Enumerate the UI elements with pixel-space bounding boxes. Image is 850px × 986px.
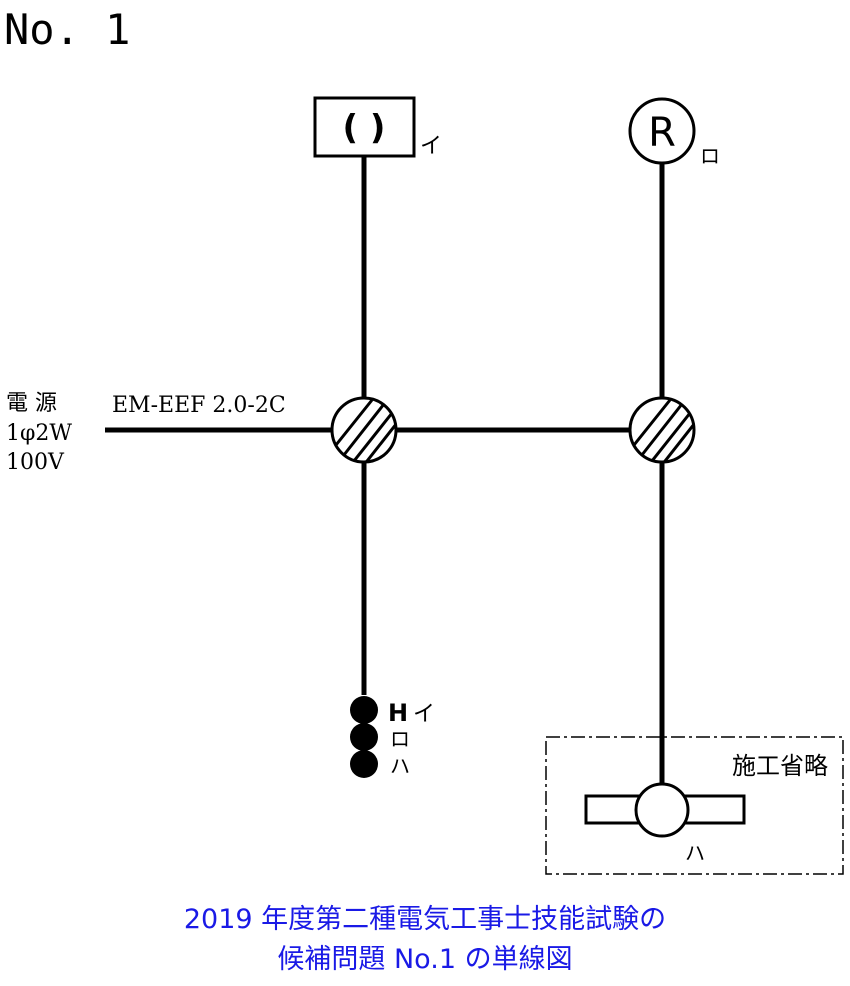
caption-line-2: 候補問題 No.1 の単線図: [277, 944, 573, 975]
junction-box-right: [628, 396, 696, 464]
switch-3-tag: ハ: [390, 754, 410, 778]
ceiling-light-fixture: [313, 96, 416, 158]
ceiling-light-tag: イ: [420, 134, 442, 159]
switch-dot-1: [350, 696, 378, 724]
switch-h-label: H: [388, 699, 408, 727]
switch-1-tag: イ: [413, 702, 435, 727]
fan-hub: [634, 782, 690, 838]
switch-dot-2: [350, 723, 378, 751]
diagram-number-label: No. 1: [4, 5, 130, 54]
junction-box-left: [330, 396, 398, 464]
switch-group: [350, 696, 378, 778]
power-source-label: 電 源: [6, 391, 57, 416]
caption-line-1: 2019 年度第二種電気工事士技能試験の: [183, 904, 667, 935]
figure-caption: 2019 年度第二種電気工事士技能試験の 候補問題 No.1 の単線図: [0, 900, 850, 980]
fan-tag: ハ: [685, 841, 705, 865]
receptacle-light-symbol: R: [648, 110, 676, 156]
ceiling-light-symbol: ( ): [343, 108, 386, 148]
receptacle-light-tag: ロ: [700, 144, 720, 168]
switch-2-tag: ロ: [390, 727, 410, 751]
power-source-voltage: 100V: [6, 450, 65, 475]
omitted-construction-label: 施工省略: [732, 752, 828, 780]
wiring-lines: [105, 156, 665, 785]
power-source-phase: 1φ2W: [6, 421, 72, 446]
omitted-construction-box: [545, 736, 844, 875]
ventilation-fan: [584, 782, 746, 838]
receptacle-light-fixture: [628, 97, 696, 165]
cable-spec-label: EM-EEF 2.0-2C: [112, 393, 286, 418]
switch-dot-3: [350, 750, 378, 778]
